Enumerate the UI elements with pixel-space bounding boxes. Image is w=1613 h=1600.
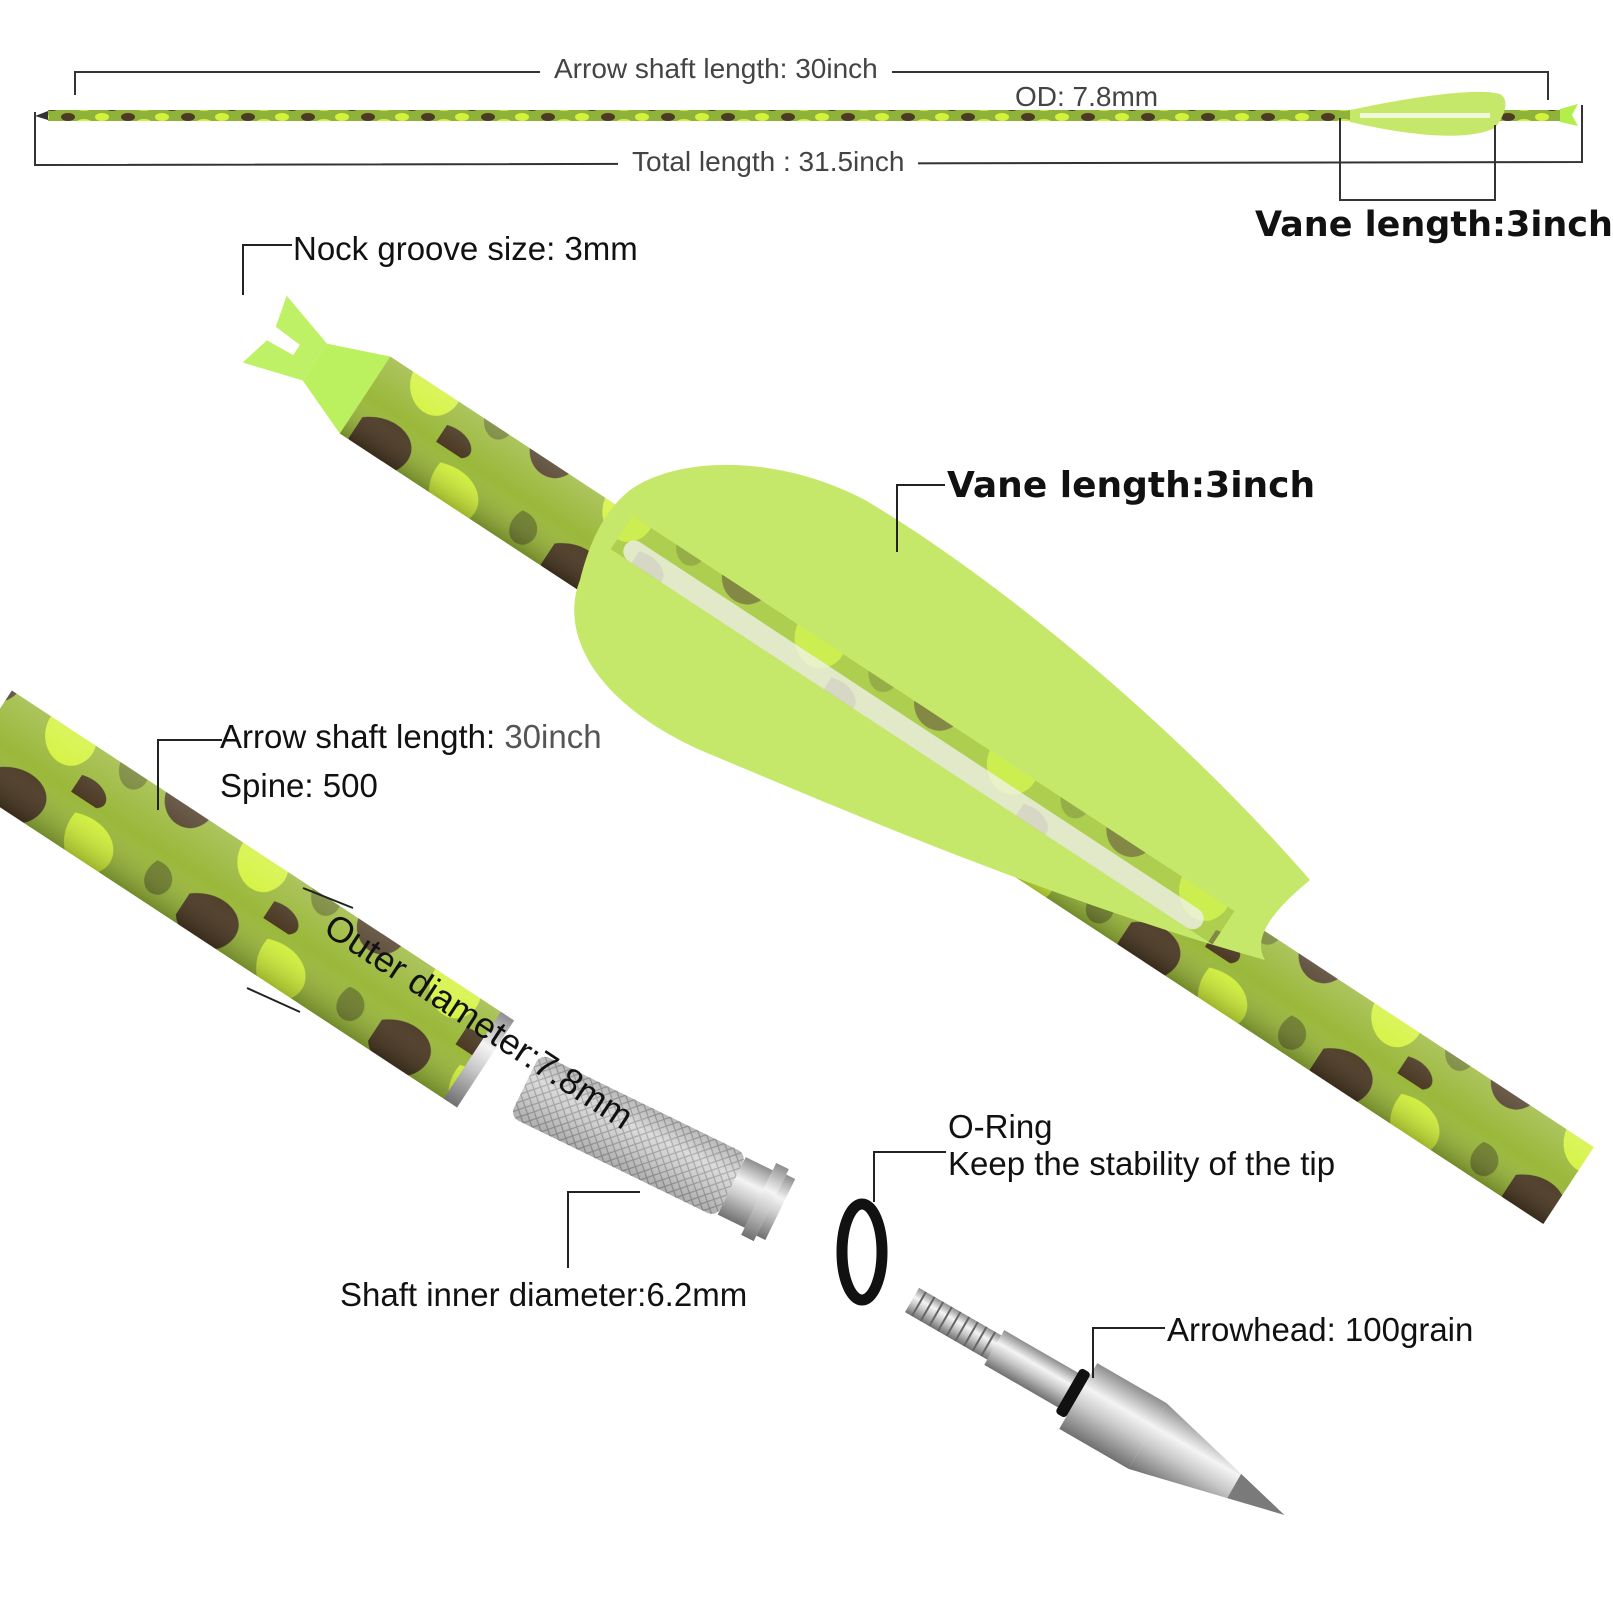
inner-diameter-leader bbox=[567, 1191, 640, 1268]
inner-diameter-label: Shaft inner diameter:6.2mm bbox=[340, 1276, 748, 1313]
o-ring-title-label: O-Ring bbox=[948, 1108, 1053, 1145]
shaft-length-prefix: Arrow shaft length: bbox=[220, 718, 505, 755]
spine-label: Spine: 500 bbox=[220, 767, 378, 804]
nock-leader bbox=[242, 244, 292, 295]
shaft-length-label: Arrow shaft length: 30inch bbox=[220, 718, 602, 756]
o-ring-desc-label: Keep the stability of the tip bbox=[948, 1145, 1336, 1182]
nock-groove-label: Nock groove size: 3mm bbox=[293, 230, 638, 267]
vane-length-bracket bbox=[1339, 118, 1496, 201]
top-od-label: OD: 7.8mm bbox=[1015, 81, 1159, 112]
arrow-shaft-small-icon bbox=[48, 110, 1560, 121]
o-ring-leader bbox=[873, 1151, 946, 1202]
top-vane-length-label: Vane length:3inch bbox=[1255, 205, 1613, 245]
vane-icon bbox=[574, 464, 1310, 960]
front-shaft bbox=[0, 690, 515, 1108]
arrowhead-label: Arrowhead: 100grain bbox=[1167, 1311, 1474, 1348]
insert-icon bbox=[513, 1056, 796, 1242]
top-shaft-length-label: Arrow shaft length: 30inch bbox=[540, 53, 892, 86]
big-arrow-rear bbox=[242, 244, 1594, 1225]
top-total-length-label: Total length : 31.5inch bbox=[618, 146, 919, 179]
top-arrow bbox=[34, 71, 1583, 201]
vane-length-label: Vane length:3inch bbox=[947, 465, 1316, 506]
o-ring-icon bbox=[836, 1198, 888, 1306]
shaft-length-leader bbox=[157, 739, 222, 810]
shaft-length-value: 30inch bbox=[504, 718, 602, 755]
vane-leader bbox=[896, 484, 945, 552]
nock-icon bbox=[242, 295, 391, 434]
arrowhead-leader bbox=[1092, 1327, 1165, 1378]
nock-small-icon bbox=[1560, 104, 1578, 126]
arrowhead-icon bbox=[905, 1287, 1285, 1515]
